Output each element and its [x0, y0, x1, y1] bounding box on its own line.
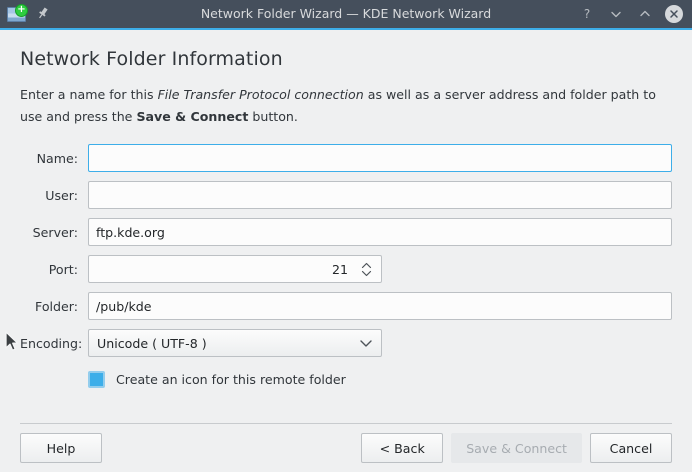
desc-part2: as well as a server address and folder p…	[20, 87, 656, 124]
network-folder-add-icon: +	[7, 4, 28, 23]
create-icon-label: Create an icon for this remote folder	[116, 372, 346, 388]
help-button[interactable]: Help	[20, 433, 102, 463]
server-input[interactable]	[88, 218, 672, 247]
encoding-selected-value: Unicode ( UTF-8 )	[97, 335, 207, 351]
footer-separator	[20, 423, 672, 424]
form-row-server: Server:	[20, 218, 672, 247]
form-row-folder: Folder:	[20, 292, 672, 321]
folder-label: Folder:	[35, 298, 78, 314]
cancel-button[interactable]: Cancel	[590, 433, 672, 463]
wizard-content: Network Folder Information Enter a name …	[0, 30, 692, 423]
form-row-name: Name:	[20, 144, 672, 173]
pin-icon[interactable]	[36, 5, 50, 24]
window-titlebar[interactable]: + Network Folder Wizard — KDE Network Wi…	[0, 0, 692, 30]
mouse-cursor	[5, 331, 19, 351]
create-icon-checkbox[interactable]	[88, 371, 105, 389]
folder-input[interactable]	[88, 292, 672, 321]
spinner-arrows[interactable]	[355, 262, 381, 277]
chevron-up-icon[interactable]	[636, 6, 653, 23]
server-label: Server:	[32, 224, 78, 240]
port-input[interactable]	[89, 260, 355, 278]
titlebar-controls: ?	[578, 5, 692, 23]
desc-part3: button.	[248, 108, 298, 124]
port-spinbox[interactable]	[88, 255, 382, 284]
desc-part1: Enter a name for this	[20, 87, 158, 102]
chevron-down-icon[interactable]	[359, 339, 373, 348]
close-circle-icon[interactable]	[665, 5, 683, 23]
titlebar-left-icons: +	[0, 4, 50, 24]
desc-save-emphasis: Save & Connect	[136, 108, 249, 124]
encoding-label: Encoding:	[20, 335, 83, 351]
chevron-down-icon	[361, 270, 371, 276]
dialog-button-bar: Help < Back Save & Connect Cancel	[0, 424, 692, 472]
chevron-down-icon[interactable]	[607, 6, 624, 23]
user-input[interactable]	[88, 181, 672, 210]
user-label: User:	[45, 187, 78, 203]
svg-text:?: ?	[583, 7, 589, 21]
create-icon-checkbox-row[interactable]: Create an icon for this remote folder	[20, 371, 672, 389]
page-title: Network Folder Information	[20, 48, 283, 70]
name-label: Name:	[36, 150, 78, 166]
form-row-user: User:	[20, 181, 672, 210]
help-icon[interactable]: ?	[578, 6, 595, 23]
form-row-port: Port:	[20, 255, 672, 284]
encoding-select[interactable]: Unicode ( UTF-8 )	[88, 329, 382, 358]
chevron-up-icon	[361, 262, 371, 268]
desc-protocol-emphasis: File Transfer Protocol connection	[157, 87, 364, 102]
back-button[interactable]: < Back	[361, 433, 444, 463]
port-label: Port:	[48, 261, 78, 277]
page-description: Enter a name for this File Transfer Prot…	[20, 84, 672, 127]
name-input[interactable]	[88, 144, 672, 173]
form-row-encoding: Encoding: Unicode ( UTF-8 )	[20, 329, 672, 358]
save-and-connect-button[interactable]: Save & Connect	[451, 433, 582, 463]
network-folder-form: Name: User: Server: Port:	[20, 144, 672, 389]
